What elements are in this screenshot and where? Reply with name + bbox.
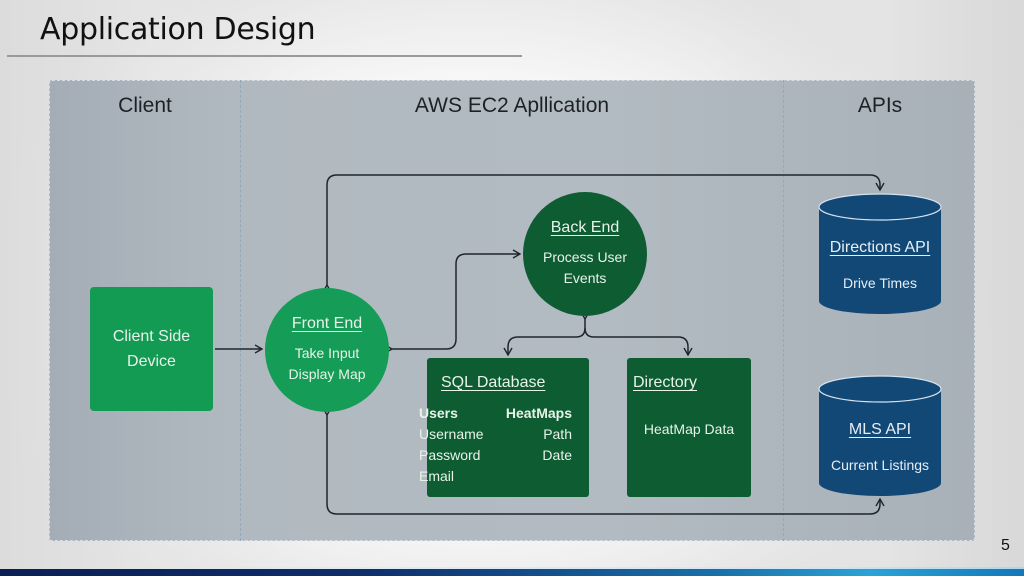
- lane-title-apis: APIs: [857, 94, 903, 117]
- users-field: Email: [419, 468, 455, 484]
- front-end-line1: Take Input: [294, 345, 360, 361]
- users-field: Password: [419, 447, 481, 463]
- mls-api-title: MLS API: [848, 421, 912, 438]
- database-cylinder-icon: [818, 375, 942, 496]
- client-side-device-node: Client Side Device: [90, 287, 213, 411]
- mls-api-line1: Current Listings: [830, 457, 930, 473]
- front-end-node: Front End Take Input Display Map: [265, 288, 389, 412]
- page-number: 5: [1001, 537, 1010, 554]
- front-end-line2: Display Map: [288, 366, 366, 382]
- directions-api-node: Directions API Drive Times: [818, 193, 942, 315]
- front-end-title: Front End: [291, 315, 363, 332]
- back-end-node: Back End Process User Events: [523, 192, 647, 316]
- lane-divider-client: [240, 80, 241, 541]
- arrow-frontend-directions: [322, 174, 885, 293]
- database-cylinder-icon: [818, 193, 942, 314]
- directions-api-line1: Drive Times: [843, 275, 917, 291]
- back-end-line1: Process User: [542, 249, 628, 265]
- back-end-title: Back End: [550, 219, 620, 236]
- users-table-column: Users Username Password Email: [419, 403, 484, 487]
- lane-title-client: Client: [118, 94, 172, 117]
- directions-api-title: Directions API: [829, 239, 931, 256]
- mls-api-node: MLS API Current Listings: [818, 375, 942, 497]
- directory-node: Directory HeatMap Data: [627, 358, 751, 497]
- directory-title: Directory: [633, 374, 698, 391]
- title-underline: [7, 55, 522, 57]
- client-device-label-line1: Client Side: [112, 328, 191, 345]
- slide-title: Application Design: [40, 12, 316, 47]
- sql-database-node: SQL Database Users Username Password Ema…: [419, 358, 589, 497]
- arrow-backend-sql: [503, 311, 590, 357]
- back-end-line2: Events: [563, 270, 607, 286]
- lane-divider-apis: [783, 80, 784, 541]
- arrow-mls-frontend: [322, 407, 885, 515]
- footer-bar: [0, 569, 1024, 576]
- users-table-header: Users: [419, 405, 458, 421]
- directory-line1: HeatMap Data: [643, 421, 735, 437]
- sql-database-title: SQL Database: [441, 374, 546, 391]
- arrow-frontend-backend: [384, 249, 522, 354]
- users-field: Username: [419, 426, 484, 442]
- heatmaps-field: Path: [543, 426, 572, 442]
- client-device-label-line2: Device: [127, 353, 176, 370]
- heatmaps-table-column: HeatMaps Path Date: [506, 403, 572, 466]
- arrow-backend-directory: [584, 327, 693, 357]
- heatmaps-table-header: HeatMaps: [505, 405, 572, 421]
- heatmaps-field: Date: [542, 447, 572, 463]
- lane-title-aws-ec2: AWS EC2 Apllication: [414, 94, 610, 117]
- footer-highlight: [0, 567, 1024, 569]
